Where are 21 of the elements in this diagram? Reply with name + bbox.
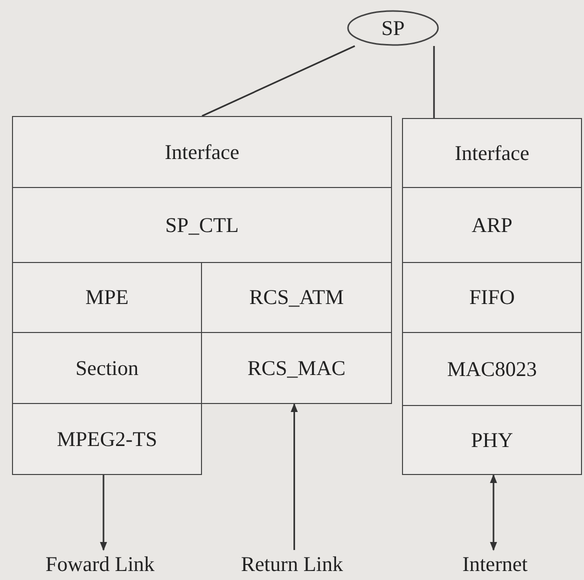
arrow [290,403,298,550]
layer-box: MAC8023 [402,332,582,406]
endpoint-label: Return Link [222,550,362,578]
arrow [490,474,498,551]
ellipse-node: SP [347,10,439,46]
layer-box: Interface [402,118,582,188]
layer-box: RCS_ATM [201,262,392,333]
layer-box: MPE [12,262,202,333]
endpoint-label: Internet [440,550,550,578]
layer-box: ARP [402,187,582,263]
layer-box: Section [12,332,202,404]
layer-box: MPEG2-TS [12,403,202,475]
layer-box: RCS_MAC [201,332,392,404]
connector-line [202,45,356,117]
layer-box: FIFO [402,262,582,333]
arrow [100,475,108,551]
layer-box: SP_CTL [12,187,392,263]
layer-box: Interface [12,116,392,188]
endpoint-label: Foward Link [30,550,170,578]
connector-line [433,46,435,118]
layer-box: PHY [402,405,582,475]
